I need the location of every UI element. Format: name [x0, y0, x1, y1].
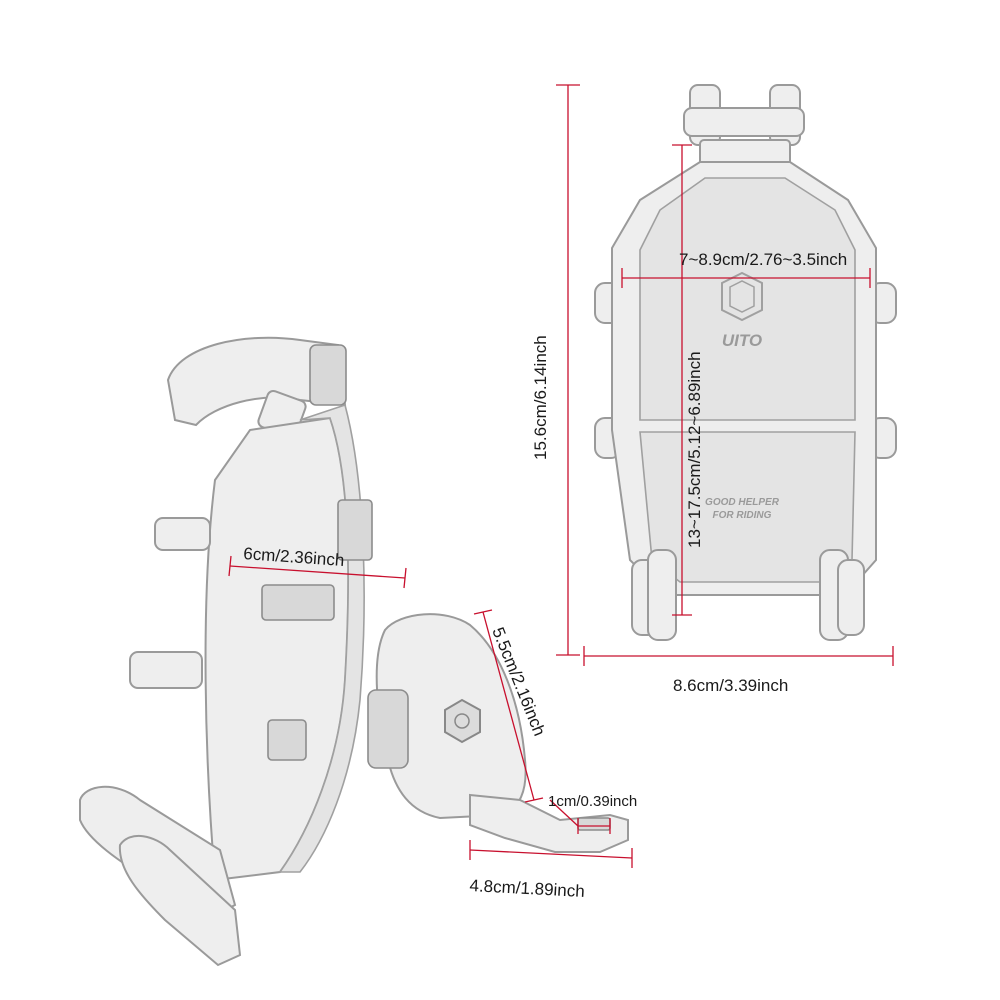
slogan-line2: FOR RIDING: [713, 510, 772, 521]
label-clamp-width: 7~8.9cm/2.76~3.5inch: [679, 250, 848, 269]
dim-line-side-depth: [229, 565, 406, 579]
dim-line-base-length: [469, 849, 633, 859]
dim-line-arm-length: [482, 611, 535, 801]
front-foot-left-outer: [647, 549, 677, 641]
label-clamp-height: 13~17.5cm/5.12~6.89inch: [685, 351, 704, 548]
side-top-hook-joint: [309, 344, 347, 406]
front-view: UITO GOOD HELPER FOR RIDING: [594, 84, 897, 641]
hex-bolt-icon: [444, 698, 481, 744]
label-total-height: 15.6cm/6.14inch: [531, 335, 550, 460]
side-spring-stack: [337, 499, 373, 561]
side-arm-clamp: [367, 689, 409, 769]
brand-text: UITO: [722, 331, 762, 350]
dimension-lines: [228, 84, 894, 868]
label-base-width: 8.6cm/3.39inch: [673, 676, 789, 695]
side-base-slot: [577, 817, 611, 831]
front-top-clamp-bar: [683, 107, 805, 137]
side-base-foot: [469, 793, 629, 853]
brand-logo-icon: [721, 271, 763, 322]
slogan-line1: GOOD HELPER: [705, 497, 780, 508]
side-lock-block: [261, 584, 335, 621]
side-knob-upper: [154, 517, 211, 551]
side-lock-block-lower: [267, 719, 307, 761]
side-bottom-hook-front: [118, 834, 242, 967]
front-foot-right-inner: [837, 559, 865, 636]
side-knob-middle: [129, 651, 203, 689]
front-upper-panel: [639, 177, 856, 421]
side-view: [79, 336, 629, 967]
label-slot-width: 1cm/0.39inch: [548, 793, 638, 810]
